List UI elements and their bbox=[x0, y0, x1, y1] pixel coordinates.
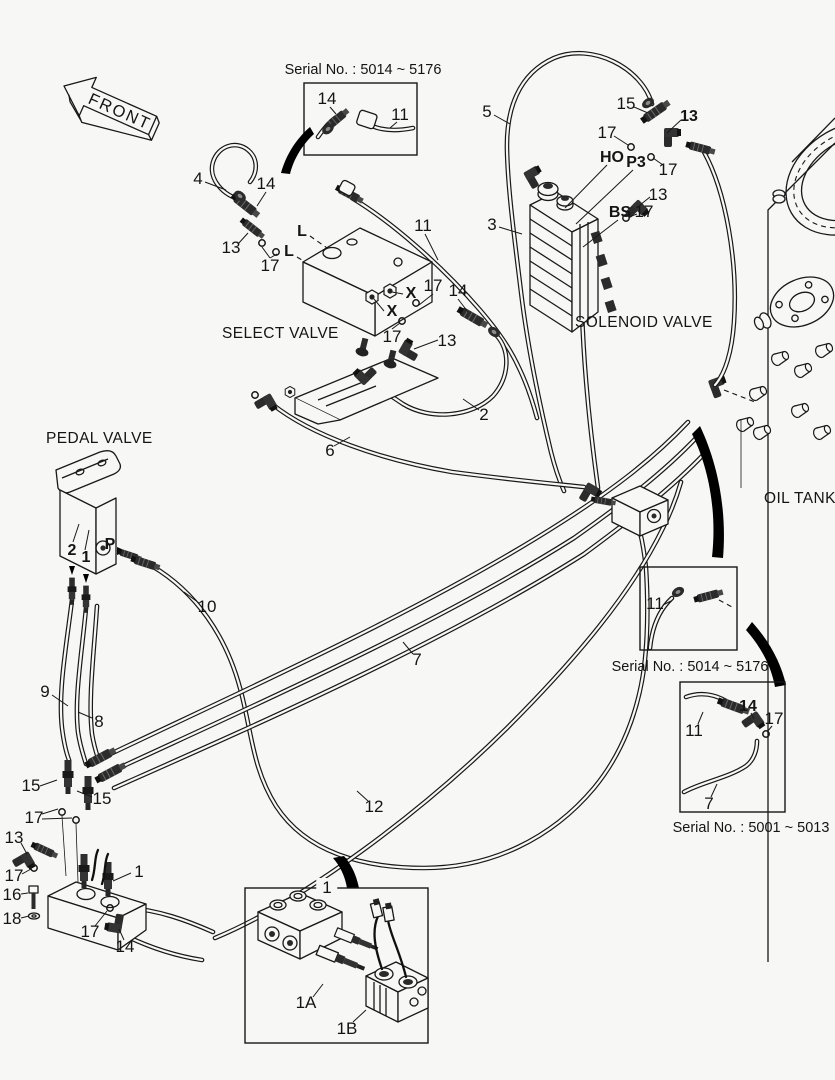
callout-13: 13 bbox=[4, 828, 24, 847]
callout-p3: P3 bbox=[626, 154, 646, 171]
callout-l: L bbox=[284, 243, 294, 260]
callout-4: 4 bbox=[193, 169, 203, 188]
callout-14: 14 bbox=[256, 174, 276, 193]
callout-11: 11 bbox=[414, 216, 432, 235]
fittings-15-cluster bbox=[39, 745, 128, 883]
callout-10: 10 bbox=[197, 597, 217, 616]
pedal-valve-art bbox=[51, 450, 200, 719]
callout-1: 1 bbox=[81, 549, 91, 566]
detail-box-1 bbox=[244, 887, 429, 1044]
callout-2: 2 bbox=[67, 542, 77, 559]
callout-17: 17 bbox=[764, 709, 784, 728]
callout-x: X bbox=[386, 303, 398, 320]
serial-box-middle bbox=[639, 566, 738, 651]
callout-bs: BS bbox=[608, 204, 632, 221]
callout-1a: 1A bbox=[295, 993, 317, 1012]
callout-14: 14 bbox=[448, 281, 468, 300]
callout-17: 17 bbox=[423, 276, 443, 295]
callout-15: 15 bbox=[21, 776, 41, 795]
callout-l: L bbox=[297, 223, 307, 240]
solenoid-valve-label: SOLENOID VALVE bbox=[575, 314, 713, 331]
callout-12: 12 bbox=[364, 797, 384, 816]
callout-1: 1 bbox=[134, 862, 144, 881]
callout-17: 17 bbox=[597, 123, 617, 142]
oil-tank-label: OIL TANK bbox=[764, 490, 835, 507]
callout-13: 13 bbox=[221, 238, 241, 257]
callout-16: 16 bbox=[2, 885, 22, 904]
callout-14: 14 bbox=[739, 698, 757, 715]
callout-2: 2 bbox=[479, 405, 489, 424]
callout-8: 8 bbox=[94, 712, 104, 731]
callout-15: 15 bbox=[616, 94, 636, 113]
solenoid-valve-art bbox=[493, 95, 717, 333]
check-valve-art bbox=[578, 481, 669, 537]
callout-11: 11 bbox=[391, 105, 409, 124]
callout-14: 14 bbox=[317, 89, 337, 108]
callout-11: 11 bbox=[646, 594, 664, 613]
valve-assembly-1-art bbox=[11, 840, 147, 951]
mid-leaders bbox=[356, 641, 414, 802]
callout-17: 17 bbox=[80, 922, 100, 941]
serial-box-bottom bbox=[679, 681, 786, 813]
callout-x: X bbox=[405, 285, 417, 302]
serial-caption-top: Serial No. : 5014 ~ 5176 bbox=[284, 62, 442, 78]
callout-7: 7 bbox=[704, 794, 714, 813]
callout-17: 17 bbox=[634, 202, 654, 221]
callout-13: 13 bbox=[680, 108, 698, 125]
select-valve-art bbox=[251, 179, 502, 447]
front-arrow: FRONT bbox=[63, 76, 160, 141]
callout-17: 17 bbox=[382, 327, 402, 346]
tank-flange bbox=[753, 276, 835, 331]
callout-7: 7 bbox=[412, 650, 422, 669]
callout-14: 14 bbox=[115, 937, 135, 956]
callout-17: 17 bbox=[4, 866, 24, 885]
callout-ho: HO bbox=[600, 149, 624, 166]
callout-13: 13 bbox=[648, 185, 668, 204]
callout-5: 5 bbox=[482, 102, 492, 121]
oil-tank-art bbox=[707, 117, 835, 962]
callout-13: 13 bbox=[437, 331, 457, 350]
serial-box-top bbox=[281, 82, 418, 174]
callout-1: 1 bbox=[316, 878, 338, 898]
callout-11: 11 bbox=[685, 721, 703, 740]
pedal-valve-label: PEDAL VALVE bbox=[46, 430, 153, 447]
callout-17: 17 bbox=[658, 160, 678, 179]
callout-9: 9 bbox=[40, 682, 50, 701]
callout-17: 17 bbox=[24, 808, 44, 827]
select-valve-label: SELECT VALVE bbox=[222, 325, 339, 342]
callout-3: 3 bbox=[487, 215, 497, 234]
serial-caption-middle: Serial No. : 5014 ~ 5176 bbox=[611, 659, 769, 675]
front-label: FRONT bbox=[86, 90, 154, 134]
swoosh-arrows bbox=[333, 420, 786, 888]
callout-1b: 1B bbox=[336, 1019, 358, 1038]
callout-17: 17 bbox=[260, 256, 280, 275]
callout-18: 18 bbox=[2, 909, 22, 928]
serial-caption-bottom: Serial No. : 5001 ~ 5013 bbox=[672, 820, 830, 836]
callout-15: 15 bbox=[92, 789, 112, 808]
callout-p: P bbox=[104, 536, 116, 553]
callout-6: 6 bbox=[325, 441, 335, 460]
